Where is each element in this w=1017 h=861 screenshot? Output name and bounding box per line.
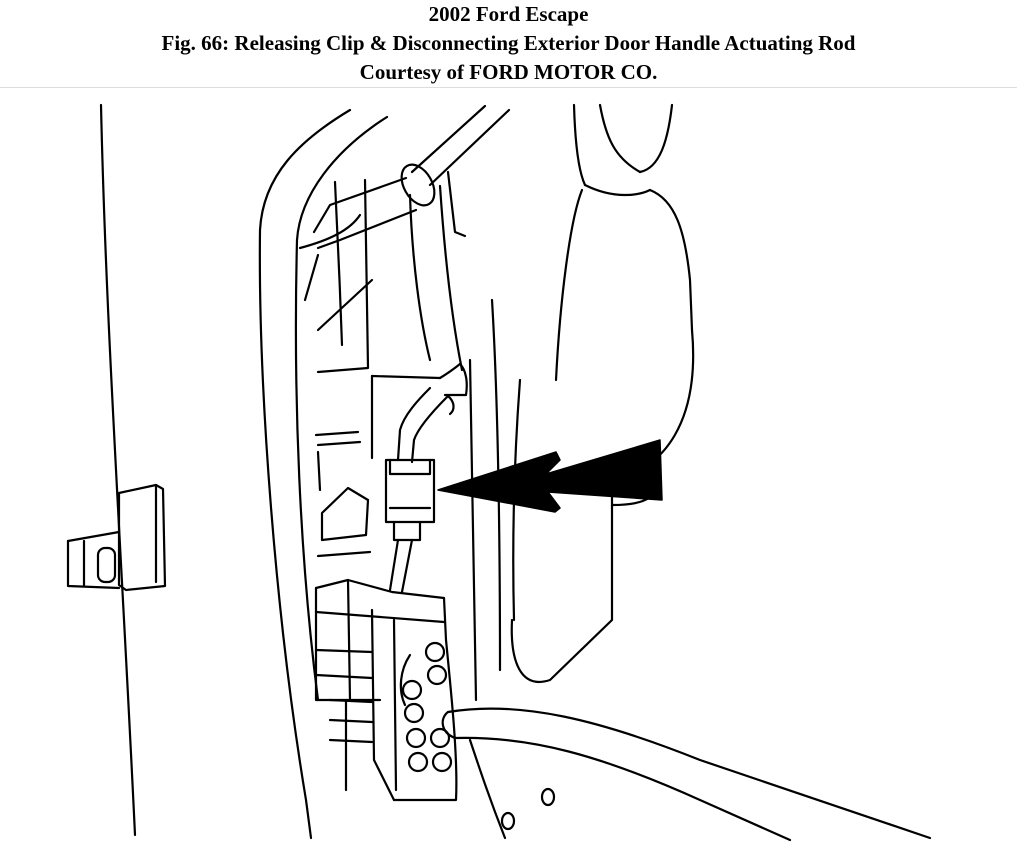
- figure-caption: Fig. 66: Releasing Clip & Disconnecting …: [161, 31, 856, 55]
- wiring-harness: [441, 707, 932, 842]
- arrow-icon: [437, 439, 663, 513]
- actuating-rod: [303, 104, 511, 302]
- latch-body: [314, 578, 458, 802]
- rod-clip-connector: [370, 362, 468, 594]
- courtesy-line: Courtesy of FORD MOTOR CO.: [359, 60, 658, 84]
- header-divider: [0, 87, 1017, 88]
- figure-illustration: [0, 88, 1017, 861]
- striker-bracket: [66, 483, 167, 592]
- door-handle-line-drawing: [66, 103, 932, 842]
- latch-mechanism: [314, 170, 467, 558]
- figure-header: 2002 Ford Escape Fig. 66: Releasing Clip…: [0, 0, 1017, 88]
- door-panel-frame: [258, 108, 389, 840]
- pointer-arrows: [437, 439, 663, 513]
- vehicle-title: 2002 Ford Escape: [428, 2, 589, 26]
- door-edge: [99, 103, 137, 837]
